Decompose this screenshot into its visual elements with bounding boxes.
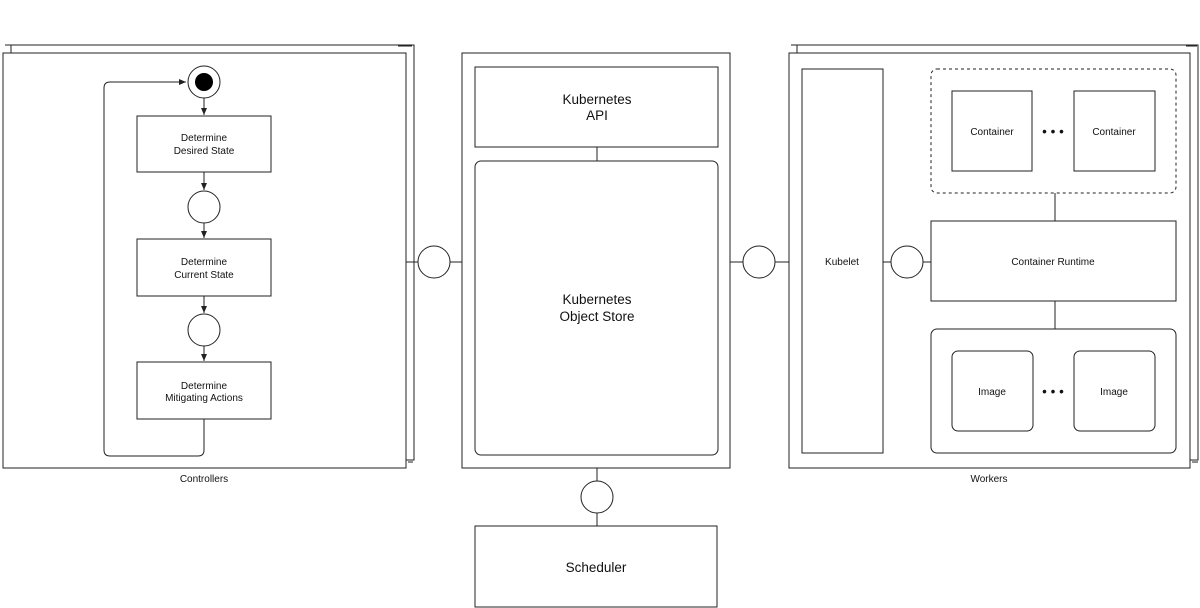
step-mitigating-actions: Determine Mitigating Actions [136,361,272,420]
containers-ellipsis: • • • [1042,124,1064,139]
image-box: Image [951,350,1034,432]
svg-text:API: API [586,108,608,123]
svg-text:Container: Container [1092,127,1136,138]
step-desired-state: Determine Desired State [136,115,272,173]
object-store-box: Kubernetes Object Store [474,160,719,456]
images-ellipsis: • • • [1042,384,1064,399]
svg-text:Kubelet: Kubelet [825,257,859,268]
svg-text:Determine: Determine [181,381,228,392]
svg-text:Mitigating Actions: Mitigating Actions [165,393,243,404]
svg-text:Determine: Determine [181,133,228,144]
workers-label: Workers [970,474,1007,485]
svg-text:Current State: Current State [174,270,234,281]
svg-text:Kubernetes: Kubernetes [562,292,631,307]
controllers-interface [417,245,451,279]
kubelet-box: Kubelet [801,68,884,454]
svg-text:Image: Image [978,387,1006,398]
container-box: Container [951,90,1033,172]
svg-text:Container Runtime: Container Runtime [1011,257,1095,268]
flow-junction [187,313,221,347]
flow-junction [187,190,221,224]
scheduler-box: Scheduler [474,525,718,608]
controllers-label: Controllers [180,474,228,485]
svg-text:Image: Image [1100,387,1128,398]
svg-text:Object Store: Object Store [559,309,634,324]
svg-text:Determine: Determine [181,257,228,268]
image-box: Image [1073,350,1156,432]
loop-back-arrow [103,79,205,457]
workers-interface [742,245,776,279]
scheduler-interface [580,480,614,514]
start-node [187,65,221,99]
svg-text:Desired State: Desired State [174,146,235,157]
container-runtime-box: Container Runtime [930,220,1177,302]
runtime-interface [890,245,924,279]
svg-text:Container: Container [970,127,1014,138]
svg-text:Scheduler: Scheduler [566,560,627,575]
kubernetes-api-box: Kubernetes API [474,66,719,148]
container-box: Container [1073,90,1156,172]
svg-text:Kubernetes: Kubernetes [562,92,631,107]
step-current-state: Determine Current State [136,238,272,297]
